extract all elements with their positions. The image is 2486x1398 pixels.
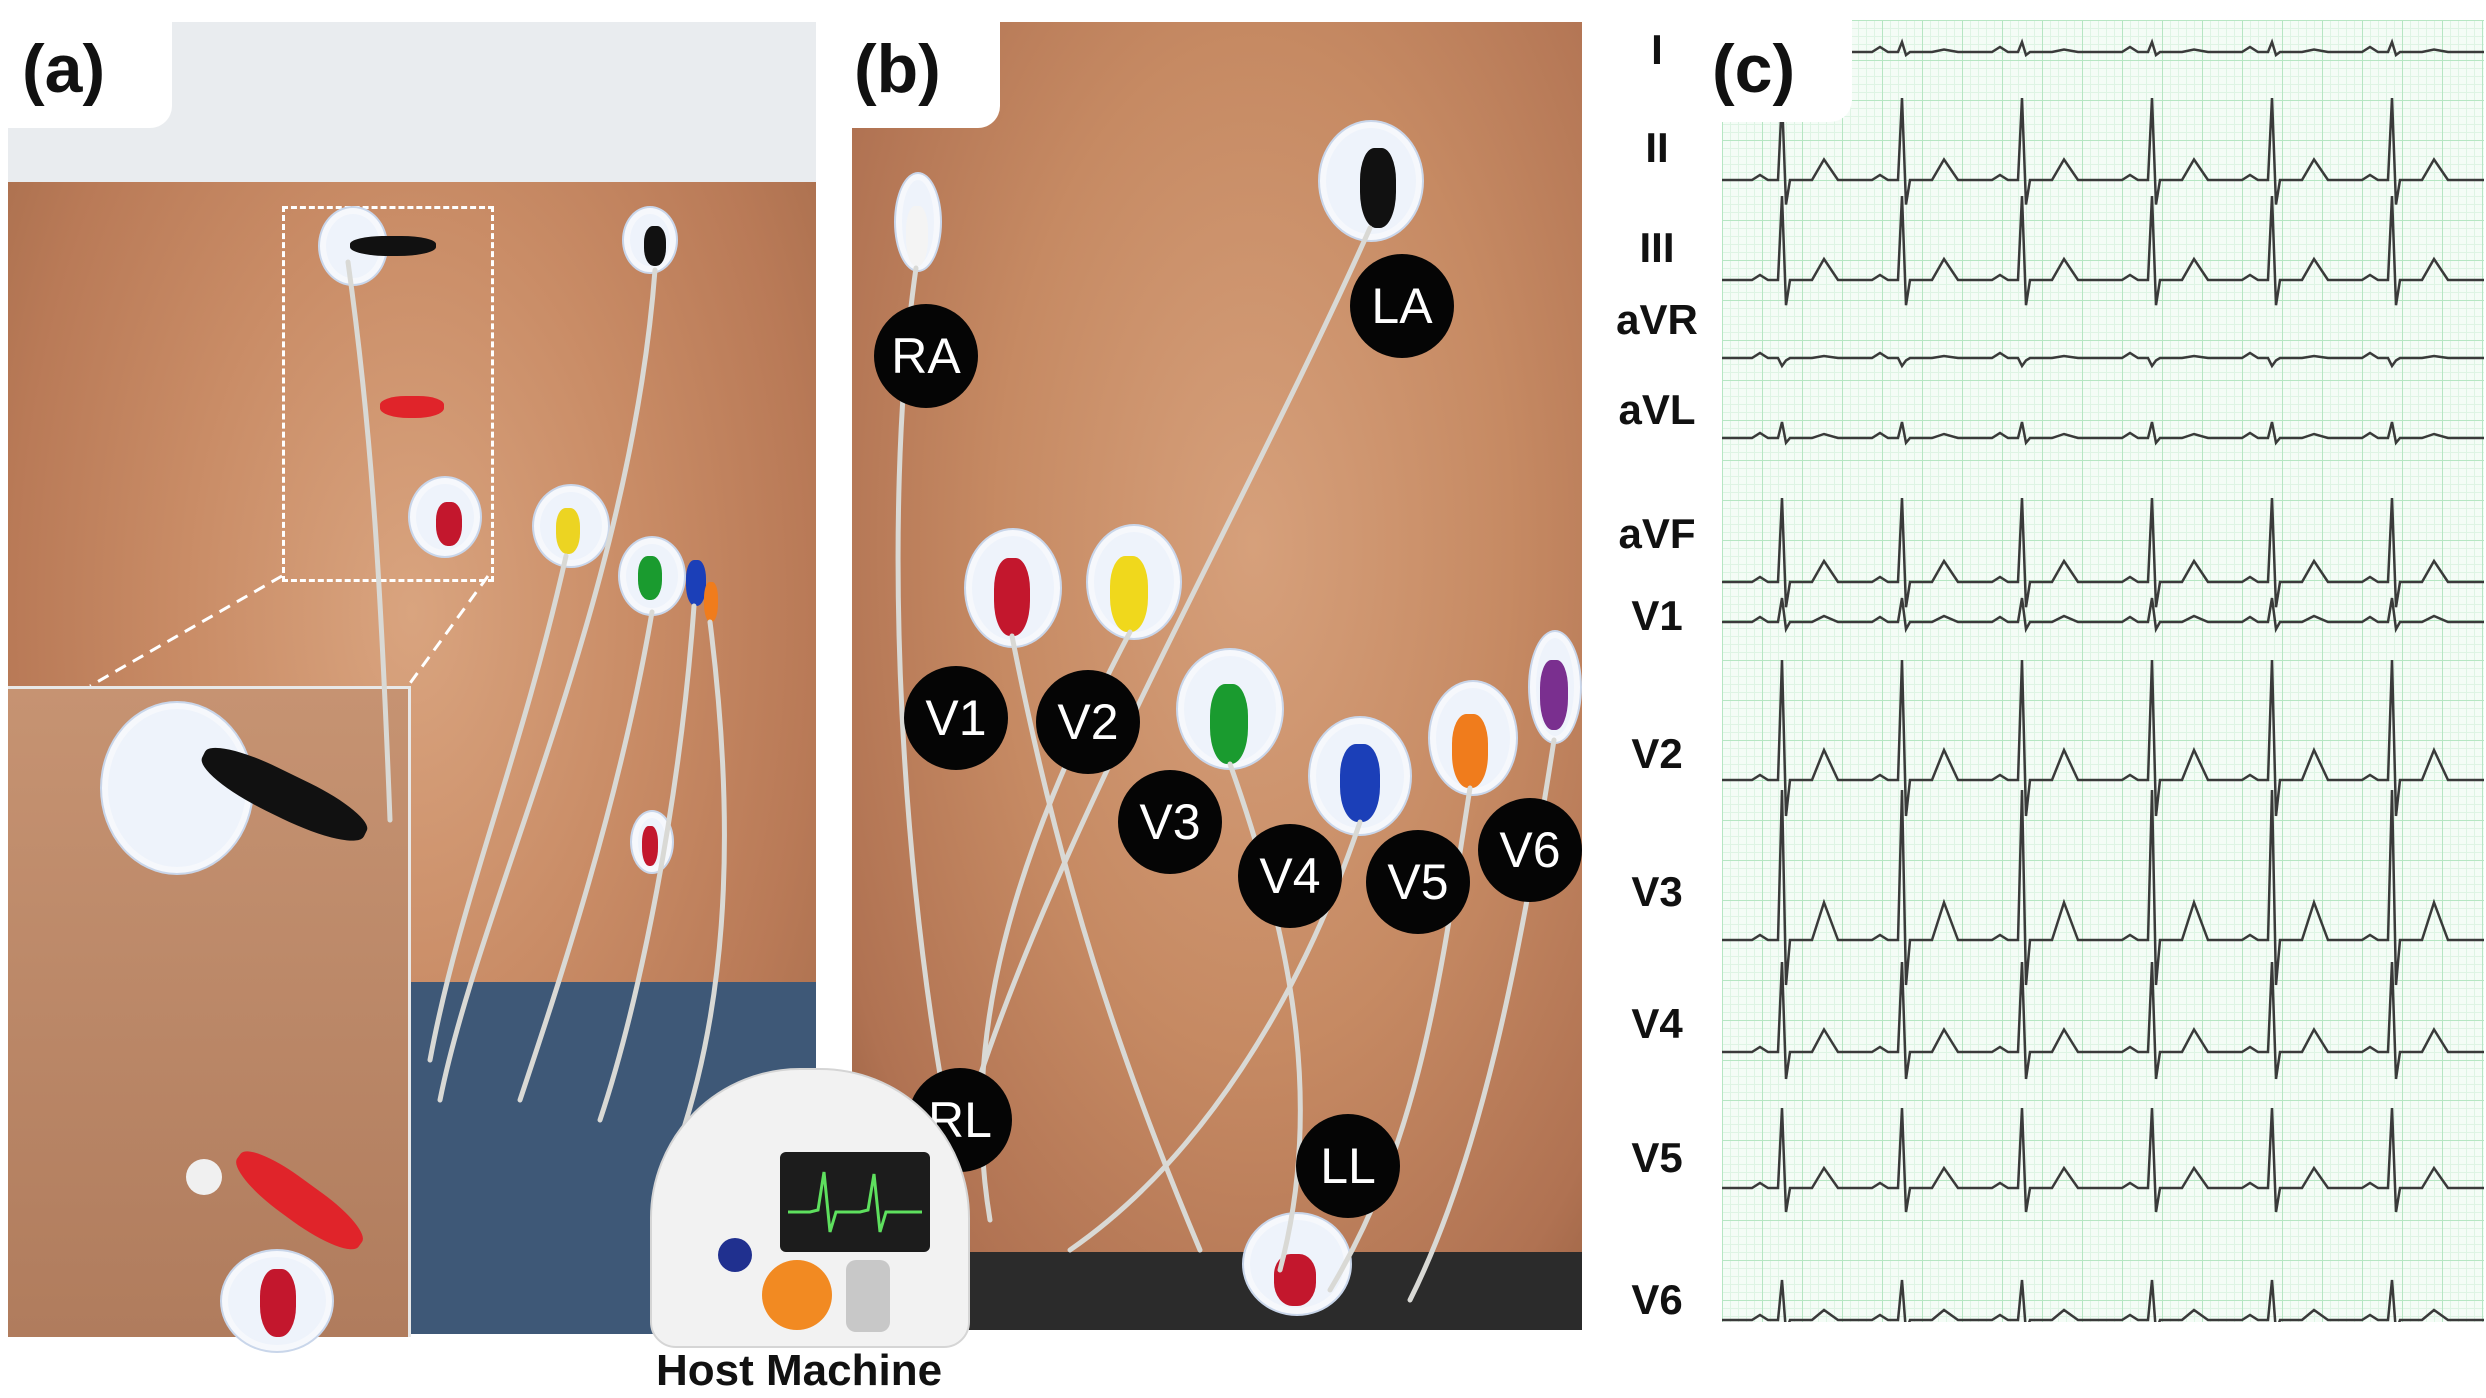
- panel-label-bg: [8, 22, 172, 128]
- electrode-label-v4: V4: [1238, 824, 1342, 928]
- panel-label-bg: [1712, 20, 1852, 122]
- lead-label-v2: V2: [1631, 730, 1683, 777]
- green-snap: [1210, 684, 1248, 764]
- host-machine-caption: Host Machine: [656, 1346, 943, 1395]
- electrode-label-la: LA: [1350, 254, 1454, 358]
- arrow-keys: [846, 1260, 890, 1332]
- ecg-trace-avf: [1722, 497, 2484, 608]
- black-clip: [350, 236, 436, 256]
- ecg-trace-avl: [1722, 421, 2484, 446]
- electrode-pad: [532, 484, 610, 568]
- lead-label-ii: II: [1645, 124, 1669, 171]
- ecg-trace-v3: [1722, 789, 2484, 986]
- panel-label-a: (a): [22, 31, 106, 107]
- blue-snap: [1340, 744, 1380, 822]
- lead-label-v1: V1: [1631, 592, 1683, 639]
- yellow-snap: [1110, 556, 1148, 632]
- black-snap: [644, 226, 666, 266]
- electrode-label-v5: V5: [1366, 830, 1470, 934]
- red-snap: [260, 1269, 296, 1337]
- ecg-grid-paper: [1722, 20, 2484, 1322]
- electrode-label-v6: V6: [1478, 798, 1582, 902]
- ecg-trace-v4: [1722, 961, 2484, 1080]
- electrode-label-v2: V2: [1036, 670, 1140, 774]
- panel-label-b: (b): [854, 31, 941, 107]
- lead-label-v6: V6: [1631, 1276, 1683, 1323]
- ecg-trace-avr: [1722, 351, 2484, 369]
- panel-label-bg: [852, 22, 1000, 128]
- mark-button: [762, 1260, 832, 1330]
- electrode-label-v1: V1: [904, 666, 1008, 770]
- zoom-inset: [8, 686, 411, 1353]
- electrode-label-ll: LL: [1296, 1114, 1400, 1218]
- snap-connector: [186, 1159, 222, 1195]
- ecg-trace-iii: [1722, 195, 2484, 306]
- red-clip: [380, 396, 444, 418]
- lead-label-v5: V5: [1631, 1134, 1683, 1181]
- electrode-pad: [618, 536, 686, 616]
- green-snap: [638, 556, 662, 600]
- holter-device: [650, 1068, 970, 1348]
- zoom-region-box: [282, 206, 494, 582]
- orange-snap: [1452, 714, 1488, 788]
- ecg-trace-v2: [1722, 659, 2484, 817]
- black-snap: [1360, 148, 1396, 228]
- blue-snap: [686, 560, 706, 606]
- ecg-trace-v1: [1722, 597, 2484, 634]
- device-screen-trace: [788, 1171, 922, 1233]
- purple-snap: [1540, 660, 1568, 730]
- lead-label-avr: aVR: [1616, 296, 1698, 343]
- orange-snap: [704, 582, 718, 622]
- lead-label-avl: aVL: [1618, 386, 1696, 433]
- panel-label-c: (c): [1712, 31, 1796, 107]
- power-button: [718, 1238, 752, 1272]
- device-screen: [780, 1152, 930, 1252]
- white-snap: [906, 206, 928, 266]
- electrode-label-ra: RA: [874, 304, 978, 408]
- lead-label-avf: aVF: [1618, 510, 1696, 557]
- lead-label-v4: V4: [1631, 1000, 1683, 1047]
- pants: [852, 1252, 1582, 1330]
- yellow-snap: [556, 508, 580, 554]
- lead-label-v3: V3: [1631, 868, 1683, 915]
- lead-label-i: I: [1651, 26, 1663, 73]
- red-snap: [642, 826, 658, 866]
- red-snap: [994, 558, 1030, 636]
- lead-label-iii: III: [1639, 224, 1675, 271]
- ecg-trace-v5: [1722, 1107, 2484, 1213]
- red-snap: [436, 502, 462, 546]
- ecg-traces: [1722, 38, 2484, 1322]
- electrode-label-v3: V3: [1118, 770, 1222, 874]
- ecg-trace-v6: [1722, 1279, 2484, 1322]
- ecg-trace-ii: [1722, 97, 2484, 205]
